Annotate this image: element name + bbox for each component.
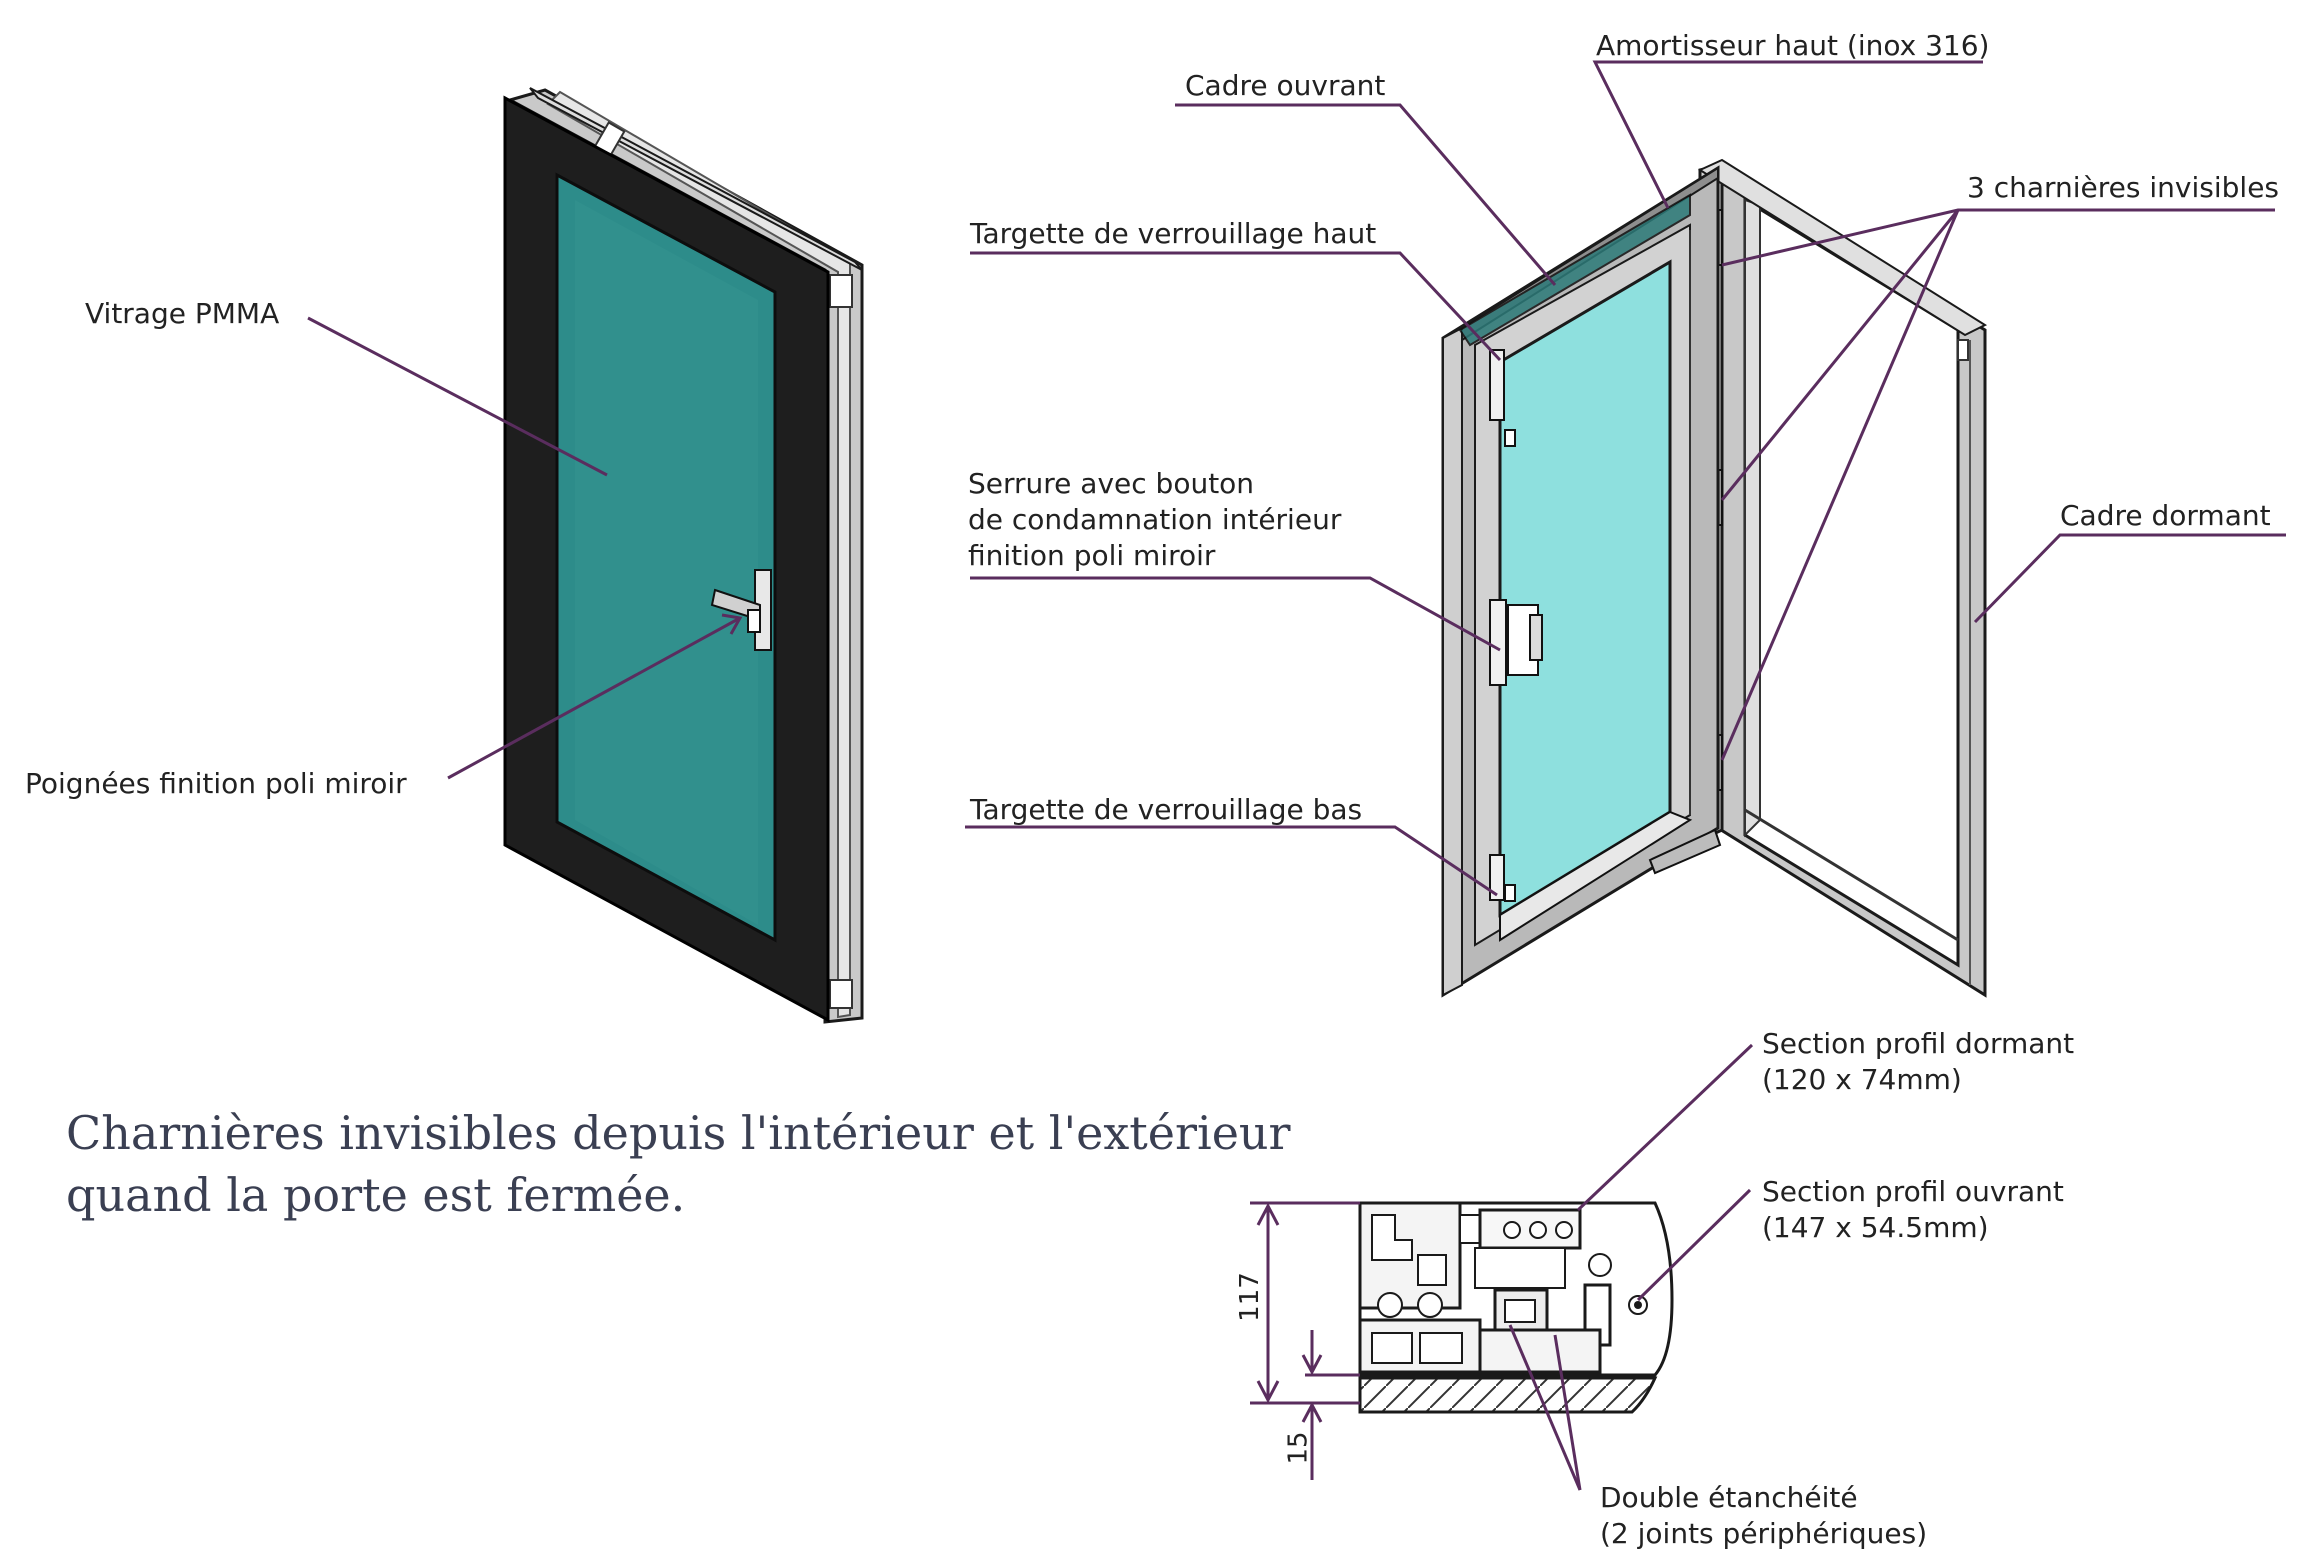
label-amortisseur: Amortisseur haut (inox 316)	[1596, 29, 1990, 62]
ouvrant-glass	[1498, 259, 1672, 918]
dimension-15: 15	[1283, 1431, 1314, 1465]
targette-haut-mark	[1489, 349, 1516, 447]
open-door-illustration	[1441, 158, 1988, 998]
leader-etancheite	[1508, 1324, 1582, 1491]
label-serrure-line1: Serrure avec bouton	[968, 467, 1255, 500]
caption: Charnières invisibles depuis l'intérieur…	[66, 1102, 1291, 1226]
caption-line1: Charnières invisibles depuis l'intérieur…	[66, 1106, 1291, 1160]
label-section-dormant-line2: (120 x 74mm)	[1762, 1063, 1962, 1096]
leader-serrure	[970, 576, 1501, 652]
leader-targette-bas	[965, 825, 1498, 897]
leader-vitrage	[307, 316, 608, 477]
label-section-ouvrant-line1: Section profil ouvrant	[1762, 1175, 2064, 1208]
leader-amortisseur	[1592, 60, 1983, 209]
label-poignees: Poignées finition poli miroir	[25, 767, 407, 800]
label-cadre-ouvrant: Cadre ouvrant	[1185, 69, 1386, 102]
leader-lines	[307, 60, 2286, 1491]
label-etancheite-line2: (2 joints périphériques)	[1600, 1517, 1928, 1550]
closed-door-handle	[710, 569, 772, 651]
section-hatch	[1358, 1376, 1658, 1414]
label-targette-haut: Targette de verrouillage haut	[970, 217, 1377, 250]
label-section-dormant-line1: Section profil dormant	[1762, 1027, 2075, 1060]
closed-door-illustration	[503, 87, 864, 1024]
dimension-117: 117	[1234, 1272, 1265, 1322]
caption-line2: quand la porte est fermée.	[66, 1168, 686, 1222]
label-cadre-dormant: Cadre dormant	[2060, 499, 2271, 532]
label-etancheite-line1: Double étanchéité	[1600, 1481, 1858, 1514]
label-serrure-line2: de condamnation intérieur	[968, 503, 1342, 536]
profile-section-drawing	[1358, 1201, 1674, 1414]
label-section-ouvrant-line2: (147 x 54.5mm)	[1762, 1211, 1989, 1244]
leader-section-ouvrant	[1636, 1188, 1752, 1302]
leader-targette-haut	[970, 251, 1502, 362]
leader-section-dormant	[1576, 1043, 1754, 1212]
dormant-frame-opening	[1743, 197, 1960, 968]
label-serrure-line3: finition poli miroir	[968, 539, 1216, 572]
dimension-lines	[1250, 1201, 1360, 1480]
serrure-mark	[1489, 599, 1543, 686]
leader-cadre-ouvrant	[1175, 103, 1557, 286]
label-charnieres: 3 charnières invisibles	[1967, 171, 2280, 204]
leader-poignees	[447, 616, 741, 780]
label-vitrage-pmma: Vitrage PMMA	[85, 297, 280, 330]
label-targette-bas: Targette de verrouillage bas	[970, 793, 1363, 826]
leader-cadre-dormant	[1973, 533, 2286, 624]
targette-bas-mark	[1489, 854, 1516, 902]
